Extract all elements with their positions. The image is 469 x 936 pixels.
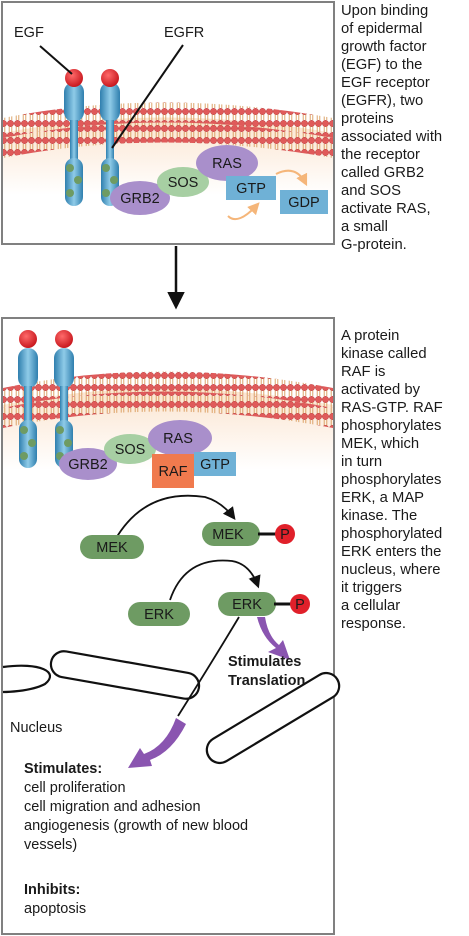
egf-label: EGF [14,25,44,41]
panel-2-caption-line: activated by [341,382,421,398]
grb2-label: GRB2 [120,191,160,207]
panel-2-caption-line: kinase. The [341,508,417,524]
panel-1-caption-line: proteins [341,111,394,127]
panel-2: GRB2 SOS RAS RAF GTP MEK MEK P ERK ERK P… [1,317,341,935]
mek-p-label: MEK [212,527,244,543]
panel-1-caption-line: Upon binding [341,3,428,19]
sos-label: SOS [115,442,146,458]
gdp-to-gtp-arrow [227,202,260,220]
ras-protein [196,145,258,181]
sos-protein [104,434,156,464]
panel-1: EGF EGFR GRB2 SOS RAS GTP GDP [1,1,335,245]
panel-1-caption-line: EGF receptor [341,75,430,91]
grb2-protein [59,448,117,480]
mek-protein [80,535,144,559]
panel-1-caption-line: activate RAS, [341,201,431,217]
grb2-label: GRB2 [68,457,108,473]
ras-label: RAS [212,156,242,172]
egf-pointer-line [39,45,73,75]
erk-nuclear-entry-line [177,616,240,717]
erk-p-label: ERK [232,597,262,613]
erk-protein [128,602,190,626]
egfr-label: EGFR [164,25,204,41]
stimulates-translation-label-2: Translation [228,673,305,689]
phosphate-group [275,524,295,544]
panel-2-caption-line: RAF is [341,364,385,380]
ras-label: RAS [163,431,193,447]
raf-box [152,454,194,488]
egfr-receptor-right [54,348,74,468]
stimulates-item: angiogenesis (growth of new blood [24,818,248,834]
panel-1-caption-line: of epidermal [341,21,422,37]
inhibits-heading: Inhibits: [24,882,80,898]
panel-1-caption-line: growth factor [341,39,427,55]
gdp-box [280,190,328,214]
phosphate-label: P [295,597,305,613]
stimulates-item: cell proliferation [24,780,126,796]
nucleus-label: Nucleus [10,720,62,736]
mek-phosphorylation-arrow [114,494,236,541]
panel-2-caption-line: ERK, a MAP [341,490,424,506]
gtp-box [226,176,276,200]
panel-2-caption-line: a cellular [341,598,400,614]
panel-2-caption-line: kinase called [341,346,427,362]
gtp-hydrolysis-arrow [275,169,308,187]
sos-label: SOS [168,175,199,191]
inhibits-item: apoptosis [24,901,86,917]
nuclear-envelope [2,650,341,765]
panel-2-caption-line: MEK, which [341,436,419,452]
stimulates-translation-label-1: Stimulates [228,654,301,670]
panel-2-caption-line: nucleus, where [341,562,441,578]
egf-ligand-right [101,69,119,87]
panel-2-caption-line: it triggers [341,580,402,596]
gdp-label: GDP [288,195,319,211]
panel-2-caption: A protein kinase called RAF is activated… [341,328,447,632]
erk-phosphorylated [218,592,276,616]
panel-1-caption-line: called GRB2 [341,165,424,181]
translation-signal-arrow [257,617,290,660]
cell-membrane-1 [3,102,333,195]
phosphate-label: P [280,527,290,543]
panel-2-caption-line: phosphorylated [341,526,442,542]
panel-1-caption-line: (EGF) to the [341,57,422,73]
stimulates-item: vessels) [24,837,77,853]
panel-1-caption-line: the receptor [341,147,420,163]
gtp-label: GTP [200,457,230,473]
panel-2-caption-line: in turn [341,454,382,470]
nuclear-signal-arrow [128,718,186,768]
panel-1-caption-line: G-protein. [341,237,407,253]
panel-2-caption-line: A protein [341,328,399,344]
egfr-pointer-line [111,44,184,149]
gtp-label: GTP [236,181,266,197]
egfr-receptor-left [18,348,38,468]
panel-2-caption-line: response. [341,616,406,632]
panel-2-caption-line: ERK enters the [341,544,441,560]
panel-1-caption-line: (EGFR), two [341,93,423,109]
gtp-box [194,452,236,476]
panel-2-caption-line: phosphorylates [341,472,441,488]
panel-1-caption-line: associated with [341,129,442,145]
egfr-receptor-left [64,82,84,206]
erk-label: ERK [144,607,174,623]
stimulates-heading: Stimulates: [24,761,102,777]
panel-2-caption-line: phosphorylates [341,418,441,434]
panel-1-caption: Upon binding of epidermal growth factor … [341,3,446,253]
grb2-protein [110,181,170,215]
stimulates-item: cell migration and adhesion [24,799,201,815]
raf-label: RAF [159,464,188,480]
ras-protein [148,420,212,456]
panel-1-caption-line: a small [341,219,388,235]
egf-ligand-right [55,330,73,348]
mek-phosphorylated [202,522,260,546]
sos-protein [157,167,209,197]
egf-ligand-left [65,69,83,87]
panel-1-caption-line: and SOS [341,183,401,199]
mek-label: MEK [96,540,128,556]
erk-phosphorylation-arrow [169,559,261,601]
panel-2-caption-line: RAS-GTP. RAF [341,400,443,416]
egf-ligand-left [19,330,37,348]
phosphate-group [290,594,310,614]
